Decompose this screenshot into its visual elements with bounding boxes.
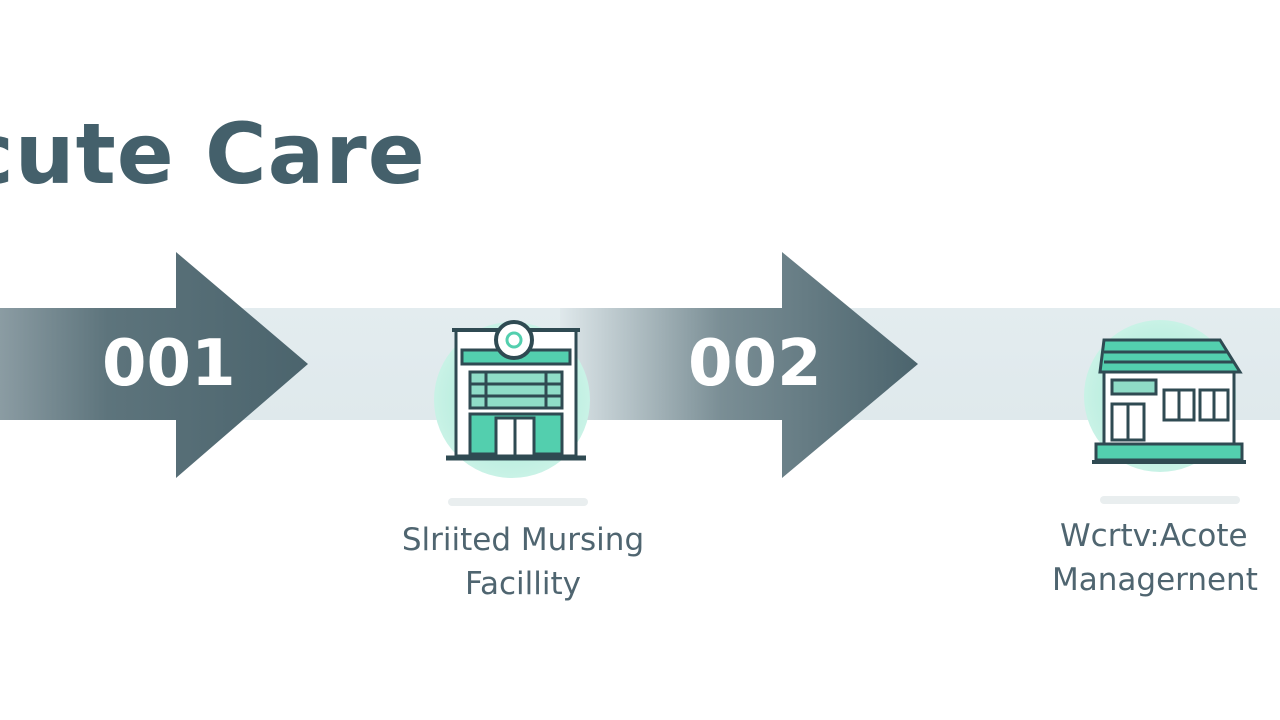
hospital-icon (434, 320, 590, 478)
step-arrow-001 (0, 252, 308, 478)
destination-label-2-line2: Managernent (1052, 562, 1258, 598)
divider-2 (1100, 496, 1240, 504)
divider-1 (448, 498, 588, 506)
destination-label-1-line1: Slriited Mursing (401, 522, 645, 558)
destination-label-1-line2: Facillity (465, 566, 581, 602)
house-icon (1084, 320, 1246, 472)
step-arrow-002 (560, 252, 918, 478)
step-number-002: 002 (688, 327, 822, 401)
destination-label-2: Wcrtv:Acote Managernent (1042, 514, 1280, 602)
step-number-001: 001 (102, 327, 236, 401)
destination-label-2-line1: Wcrtv:Acote (1060, 518, 1248, 554)
page-title: cute Care (0, 105, 426, 203)
destination-label-1: Slriited Mursing Facillity (388, 518, 658, 606)
